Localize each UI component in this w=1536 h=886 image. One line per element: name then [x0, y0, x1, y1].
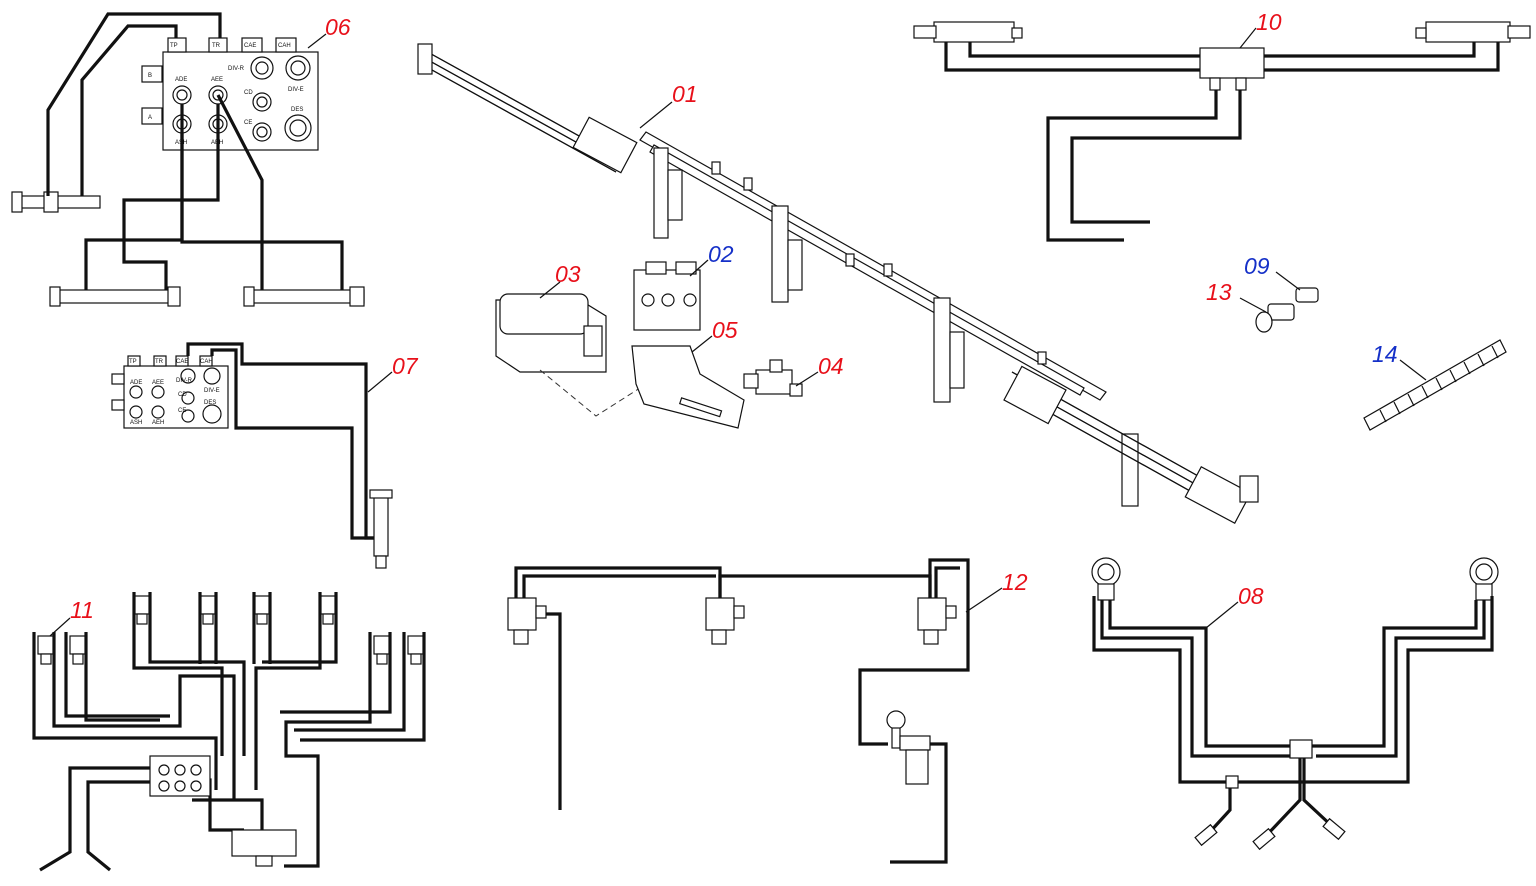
label-06-a: A: [148, 115, 152, 121]
valve-block-06: TP TR CAE CAH ADE AEE ASH AEH DIV-R DIV-…: [141, 37, 319, 151]
divider-11: [231, 829, 297, 867]
cylinder-10-left: [913, 21, 1023, 43]
label-06-cah: CAH: [278, 43, 291, 49]
boom-brackets: [653, 147, 1139, 507]
label-07-cae: CAE: [176, 359, 188, 365]
label-07-cd: CD: [178, 392, 187, 398]
assembly-06: TP TR CAE CAH ADE AEE ASH AEH DIV-R DIV-…: [11, 12, 365, 307]
divider-10: [1199, 47, 1265, 91]
cylinder-06-left: [11, 191, 101, 213]
callout-01: 01: [672, 81, 698, 107]
assembly-08: 08: [1091, 557, 1499, 851]
boom-nozzles: [711, 161, 1047, 365]
label-06-b: B: [148, 73, 152, 79]
callout-10: 10: [1256, 9, 1282, 35]
cylinder-06-bottom-right: [243, 286, 365, 307]
part-09-coupler: 09: [1244, 253, 1319, 303]
label-06-aee: AEE: [211, 77, 223, 83]
motor-08-right: [1469, 557, 1499, 601]
label-06-divr: DIV-R: [228, 66, 245, 72]
callout-08: 08: [1238, 583, 1264, 609]
label-06-tr: TR: [212, 43, 221, 49]
callout-14: 14: [1372, 341, 1398, 367]
part-02-valve: 02: [633, 241, 734, 331]
callout-04: 04: [818, 353, 844, 379]
nozzle-body-12b: [705, 597, 745, 645]
label-07-aee: AEE: [152, 380, 164, 386]
callout-12: 12: [1002, 569, 1028, 595]
callout-07: 07: [392, 353, 419, 379]
label-06-des: DES: [291, 107, 303, 113]
label-07-ash: ASH: [130, 420, 142, 426]
part-14-hose-spiral: 14: [1363, 339, 1507, 431]
callout-11: 11: [70, 597, 94, 623]
label-06-dive: DIV-E: [288, 87, 304, 93]
assembly-11: 11: [32, 592, 426, 872]
label-07-divr: DIV-R: [176, 378, 193, 384]
callout-13: 13: [1206, 279, 1232, 305]
label-06-ce: CE: [244, 120, 252, 126]
label-07-dive: DIV-E: [204, 388, 220, 394]
cylinder-10-right: [1415, 21, 1531, 43]
label-06-cd: CD: [244, 90, 253, 96]
part-03-pump: 03: [495, 261, 641, 417]
label-07-tr: TR: [155, 359, 164, 365]
left-hose-bundle: [417, 43, 638, 174]
label-07-cah: CAH: [200, 359, 213, 365]
assembly-12: 12: [507, 558, 1028, 864]
right-hose-bundle: [1003, 365, 1259, 524]
assembly-01-boom: 01: [417, 43, 1259, 524]
label-07-aeh: AEH: [152, 420, 164, 426]
label-07-ade: ADE: [130, 380, 142, 386]
part-13-quick-coupler: 13: [1206, 279, 1295, 333]
label-07-des: DES: [204, 400, 216, 406]
label-06-ade: ADE: [175, 77, 187, 83]
callout-05: 05: [712, 317, 738, 343]
label-07-tp: TP: [129, 359, 137, 365]
motor-08-left: [1091, 557, 1121, 601]
cylinder-07: [369, 489, 393, 569]
assembly-07: TP TR CAE CAH ADE AEE ASH AEH DIV-R DIV-…: [111, 342, 419, 569]
motors-11: [37, 595, 425, 665]
label-06-cae: CAE: [244, 43, 256, 49]
nozzle-body-12c: [917, 597, 957, 645]
part-04-tee-valve: 04: [743, 353, 844, 397]
assembly-10: 10: [913, 9, 1531, 242]
callout-02: 02: [708, 241, 734, 267]
valve-block-07: TP TR CAE CAH ADE AEE ASH AEH DIV-R DIV-…: [111, 355, 229, 429]
nozzle-body-12a: [507, 597, 547, 645]
part-05-bracket: 05: [631, 317, 745, 429]
label-07-ce: CE: [178, 408, 186, 414]
callout-09: 09: [1244, 253, 1270, 279]
valve-block-11: [149, 755, 211, 797]
callout-06: 06: [325, 14, 351, 40]
filter-12: [886, 710, 931, 785]
cylinder-06-bottom-left: [49, 286, 181, 307]
label-06-tp: TP: [170, 43, 178, 49]
